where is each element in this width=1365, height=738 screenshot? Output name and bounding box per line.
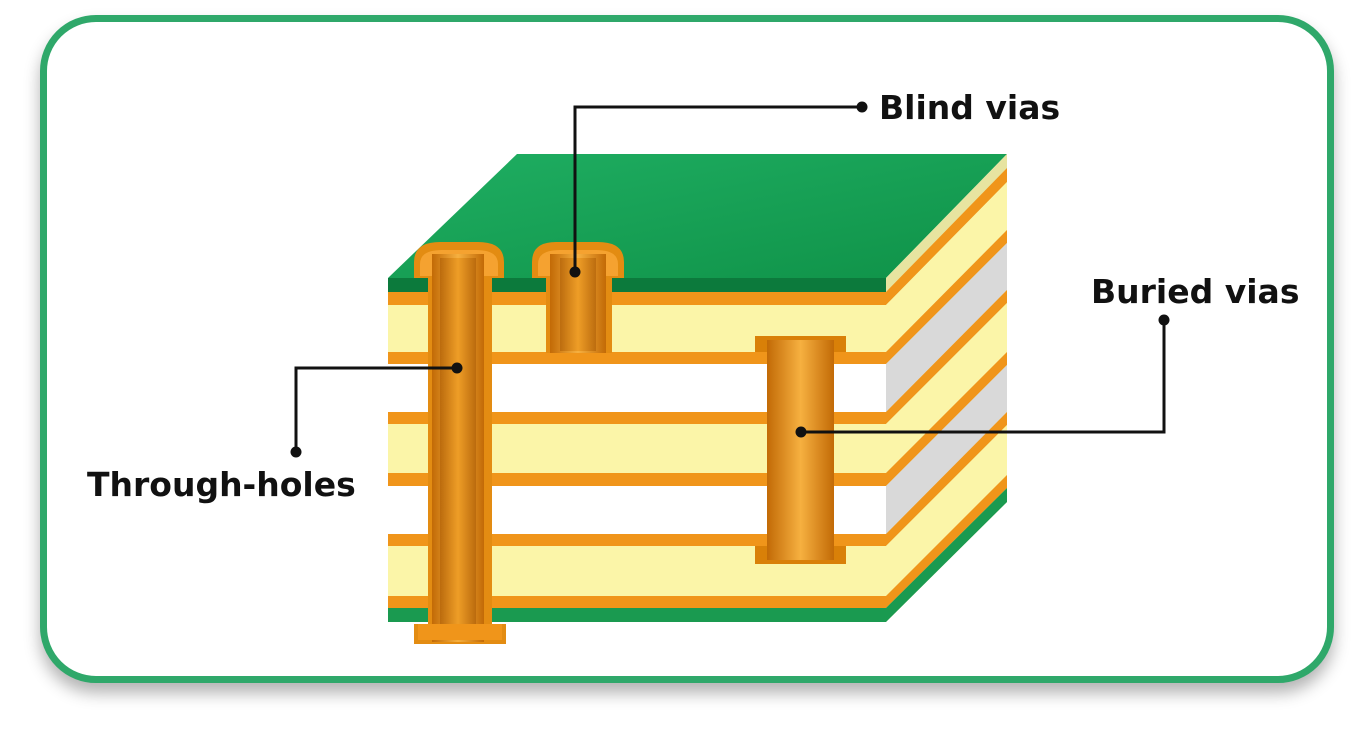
front-copper-3 bbox=[388, 412, 886, 424]
side-bottom-mask bbox=[886, 488, 1007, 622]
side-core-1 bbox=[886, 243, 1007, 412]
side-core-2 bbox=[886, 365, 1007, 534]
side-copper-1 bbox=[886, 168, 1007, 305]
front-copper-1 bbox=[388, 292, 886, 305]
through-hole-via bbox=[414, 242, 506, 644]
blind-vias-label: Blind vias bbox=[879, 88, 1060, 127]
side-prepreg-3 bbox=[886, 425, 1007, 596]
blind-via bbox=[532, 242, 624, 353]
blind-vias-leader bbox=[569, 101, 868, 278]
bottom-solder-mask bbox=[388, 608, 886, 622]
through-holes-leader bbox=[290, 362, 463, 458]
top-solder-mask-edge bbox=[388, 278, 886, 292]
front-copper-4 bbox=[388, 473, 886, 486]
front-copper-6 bbox=[388, 596, 886, 608]
front-copper-2 bbox=[388, 352, 886, 364]
side-copper-4 bbox=[886, 352, 1007, 486]
buried-via bbox=[755, 336, 846, 564]
front-copper-5 bbox=[388, 534, 886, 546]
side-copper-6 bbox=[886, 475, 1007, 608]
side-copper-5 bbox=[886, 412, 1007, 546]
buried-vias-leader bbox=[795, 314, 1170, 438]
side-copper-2 bbox=[886, 230, 1007, 364]
buried-vias-label: Buried vias bbox=[1091, 272, 1299, 311]
side-prepreg-1 bbox=[886, 182, 1007, 352]
through-holes-label: Through-holes bbox=[87, 465, 356, 504]
side-copper-3 bbox=[886, 290, 1007, 424]
